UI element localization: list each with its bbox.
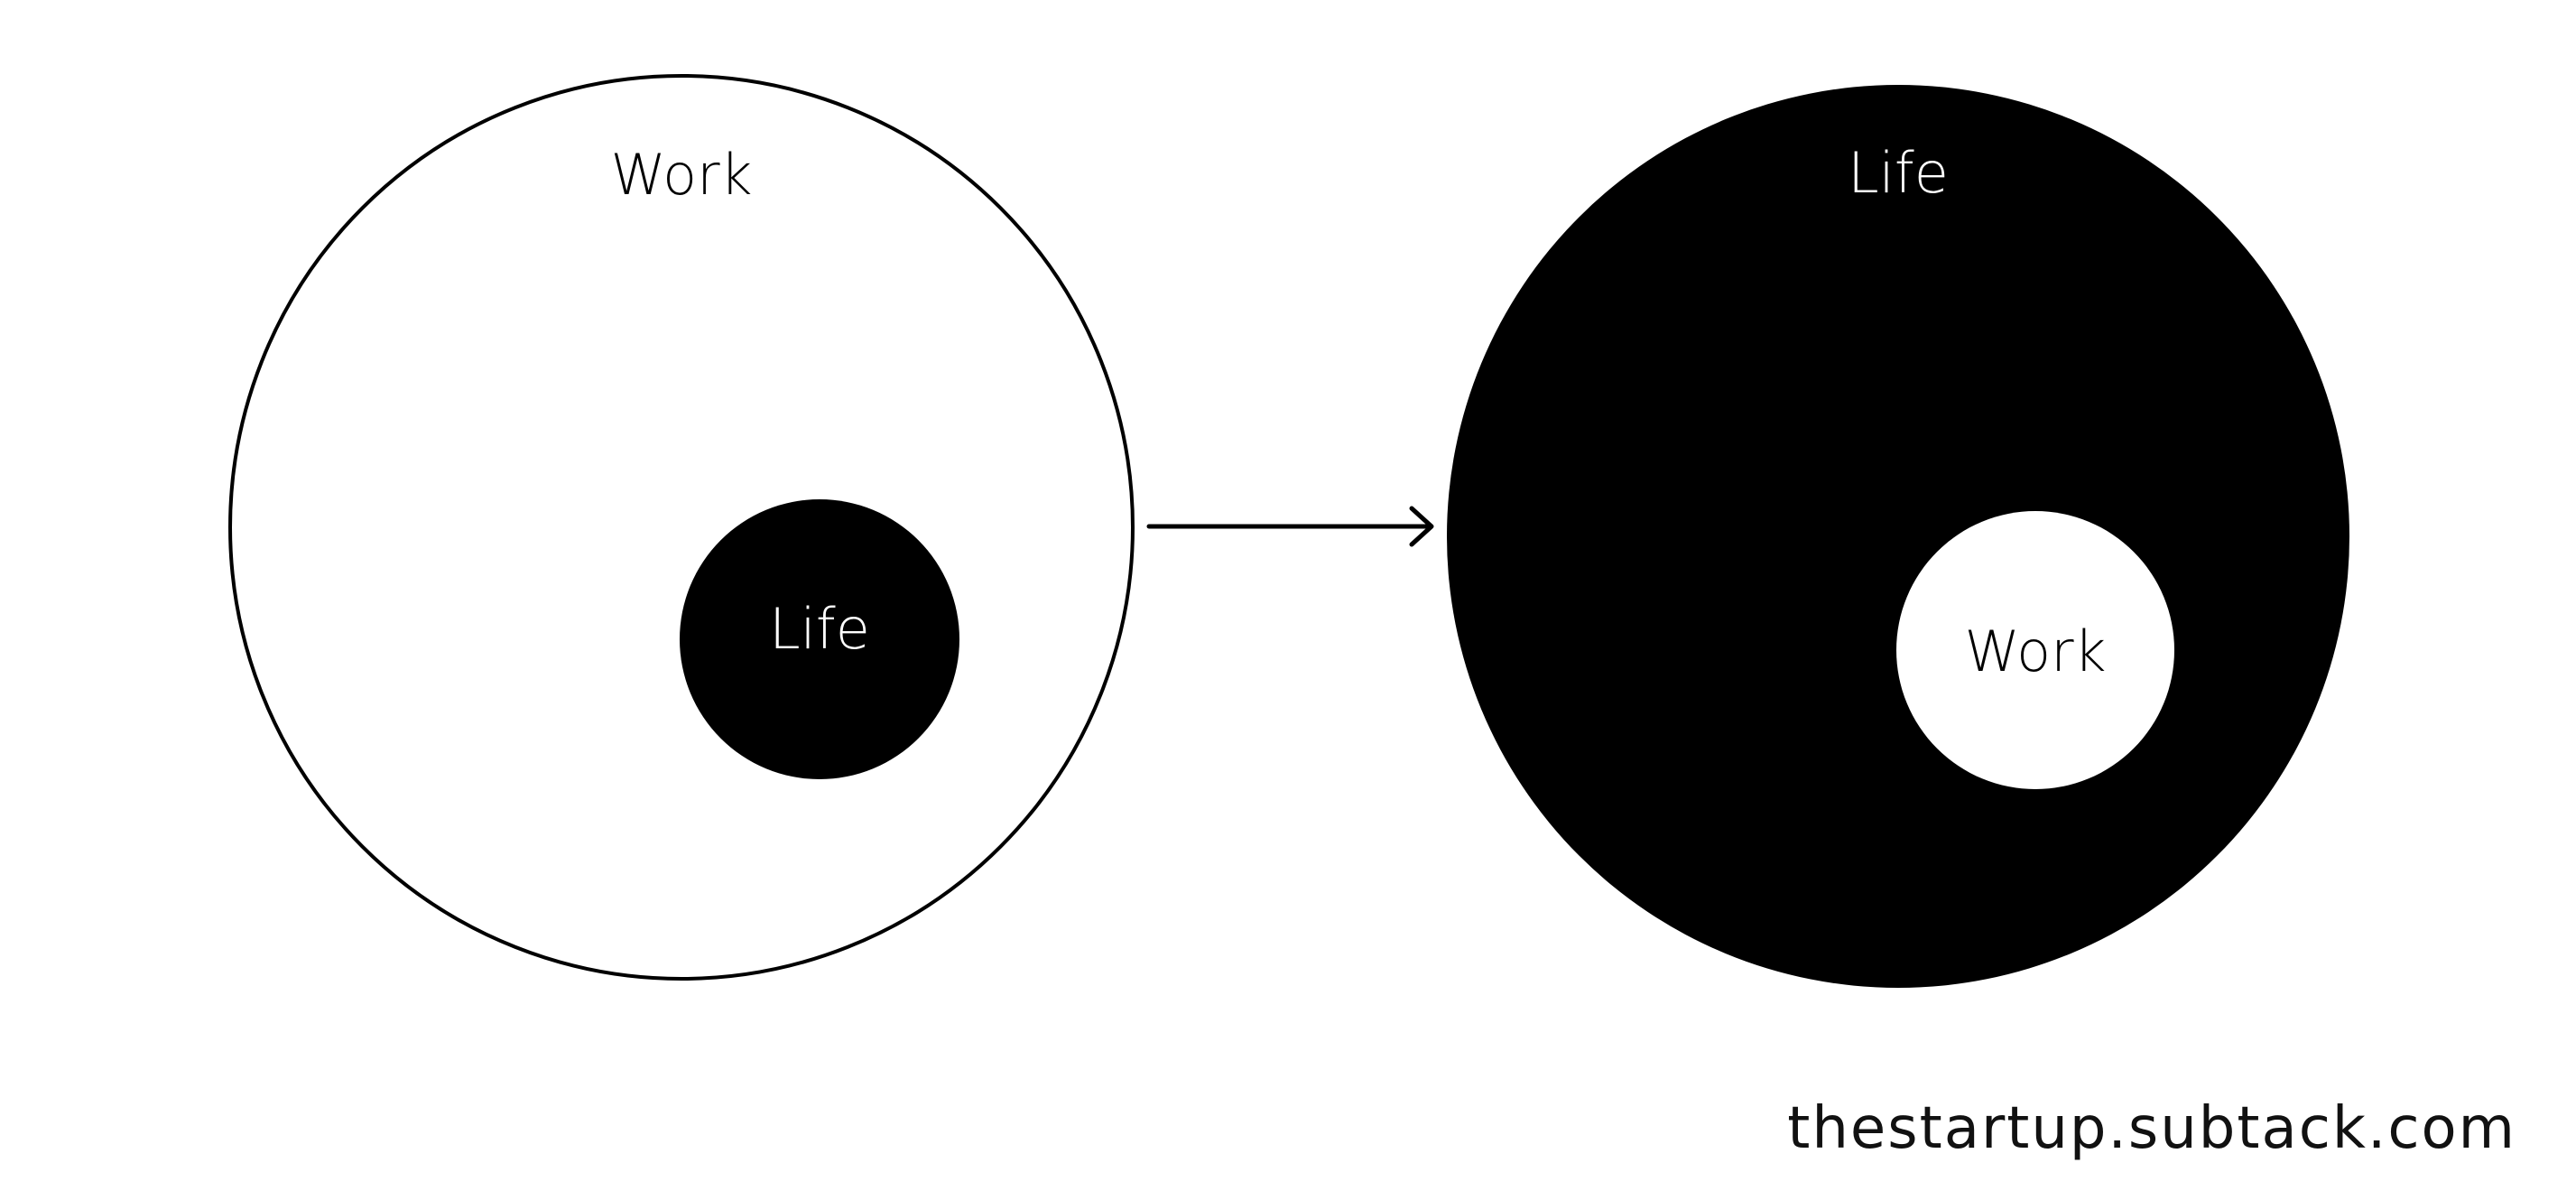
left-outer-circle-work xyxy=(228,74,1135,981)
source-url: thestartup.subtack.com xyxy=(1787,1095,2516,1162)
right-inner-circle-work xyxy=(1896,511,2174,789)
left-diagram: Work Life xyxy=(228,74,1135,981)
right-diagram: Life Work xyxy=(1447,85,2349,988)
right-outer-label: Life xyxy=(1848,140,1949,206)
right-inner-label: Work xyxy=(1965,619,2107,684)
right-arrow-icon xyxy=(1146,506,1434,547)
left-inner-label: Life xyxy=(769,596,870,662)
right-outer-circle-life xyxy=(1447,85,2349,988)
left-outer-label: Work xyxy=(611,142,753,208)
left-inner-circle-life xyxy=(680,499,959,779)
